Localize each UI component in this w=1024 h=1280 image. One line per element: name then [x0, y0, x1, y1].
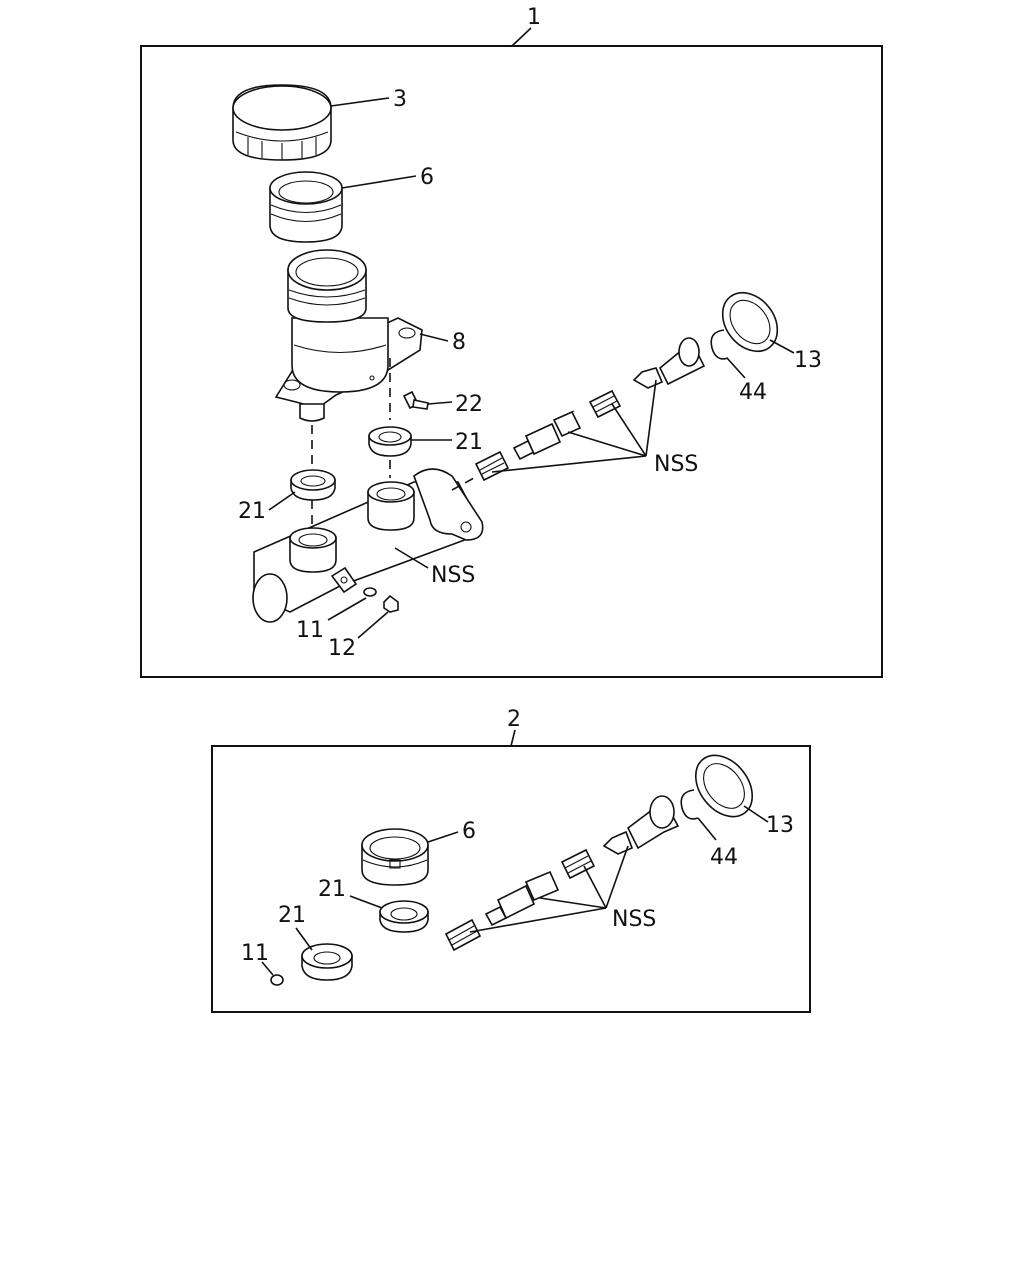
kit-washer	[270, 974, 284, 986]
kit-grommet-lower	[301, 943, 353, 981]
piston-leader-4	[645, 379, 657, 457]
snap-ring	[710, 329, 729, 360]
assembly-2-leader	[510, 729, 516, 747]
cylinder-body-leader	[394, 547, 429, 569]
piston-group-callout: NSS	[654, 452, 698, 477]
kit-piston-leader-2	[539, 897, 607, 909]
screw-leader	[427, 401, 453, 405]
bolt	[383, 594, 399, 613]
reservoir-cap	[232, 84, 332, 161]
assembly-1-leader	[511, 27, 532, 47]
snap-ring-leader	[726, 357, 746, 379]
kit-piston-leader-1	[469, 907, 607, 933]
piston-group	[451, 337, 706, 491]
assembly-1-frame	[140, 45, 883, 678]
kit-piston-group	[444, 795, 680, 952]
kit-piston-leader-4	[605, 845, 629, 909]
kit-snap-ring-callout: 44	[710, 845, 738, 870]
screw	[402, 390, 429, 410]
cap-leader	[330, 97, 390, 107]
grommet-left-callout: 21	[238, 499, 266, 524]
screw-callout: 22	[455, 392, 483, 417]
assembly-2: 2 6 21 21 11	[211, 707, 811, 1013]
kit-snap-ring-leader	[697, 817, 717, 841]
kit-boot-callout: 13	[766, 813, 794, 838]
kit-seal-leader	[427, 831, 459, 843]
boot-leader	[769, 339, 795, 354]
kit-boot-leader	[743, 805, 769, 823]
kit-grommet-upper	[379, 900, 429, 933]
kit-snap-ring	[680, 789, 699, 820]
bolt-leader	[357, 611, 389, 639]
grommet-left-leader	[268, 491, 296, 511]
kit-grommet-lower-leader	[295, 927, 313, 951]
grommet-right-callout: 21	[455, 430, 483, 455]
reservoir	[274, 249, 423, 422]
reservoir-seal	[269, 171, 343, 243]
cylinder-body-callout: NSS	[431, 563, 475, 588]
kit-seal-callout: 6	[462, 819, 476, 844]
assembly-2-frame	[211, 745, 811, 1013]
boot-callout: 13	[794, 348, 822, 373]
kit-washer-leader	[261, 961, 274, 976]
reservoir-leader	[419, 333, 449, 342]
washer-leader	[327, 597, 367, 621]
washer	[363, 587, 377, 597]
kit-grommet-upper-callout: 21	[318, 877, 346, 902]
kit-grommet-lower-callout: 21	[278, 903, 306, 928]
reservoir-callout: 8	[452, 330, 466, 355]
cap-callout: 3	[393, 87, 407, 112]
snap-ring-callout: 44	[739, 380, 767, 405]
piston-leader-2	[567, 431, 647, 457]
kit-washer-callout: 11	[241, 941, 269, 966]
kit-piston-group-callout: NSS	[612, 907, 656, 932]
grommet-right	[368, 426, 412, 457]
assembly-1-number: 1	[527, 5, 541, 30]
master-cylinder-body	[252, 468, 484, 623]
bolt-callout: 12	[328, 636, 356, 661]
assembly-1: 1 3 6	[140, 5, 883, 678]
kit-piston-leader-3	[583, 865, 607, 909]
assembly-2-number: 2	[507, 707, 521, 732]
washer-callout: 11	[296, 618, 324, 643]
piston-leader-3	[611, 403, 647, 457]
seal-callout: 6	[420, 165, 434, 190]
seal-leader	[341, 175, 417, 189]
boot	[721, 291, 779, 353]
kit-seal	[361, 828, 429, 886]
kit-grommet-upper-leader	[349, 895, 383, 909]
piston-leader-1	[491, 455, 647, 473]
kit-boot	[694, 754, 754, 818]
grommet-left	[290, 469, 336, 501]
